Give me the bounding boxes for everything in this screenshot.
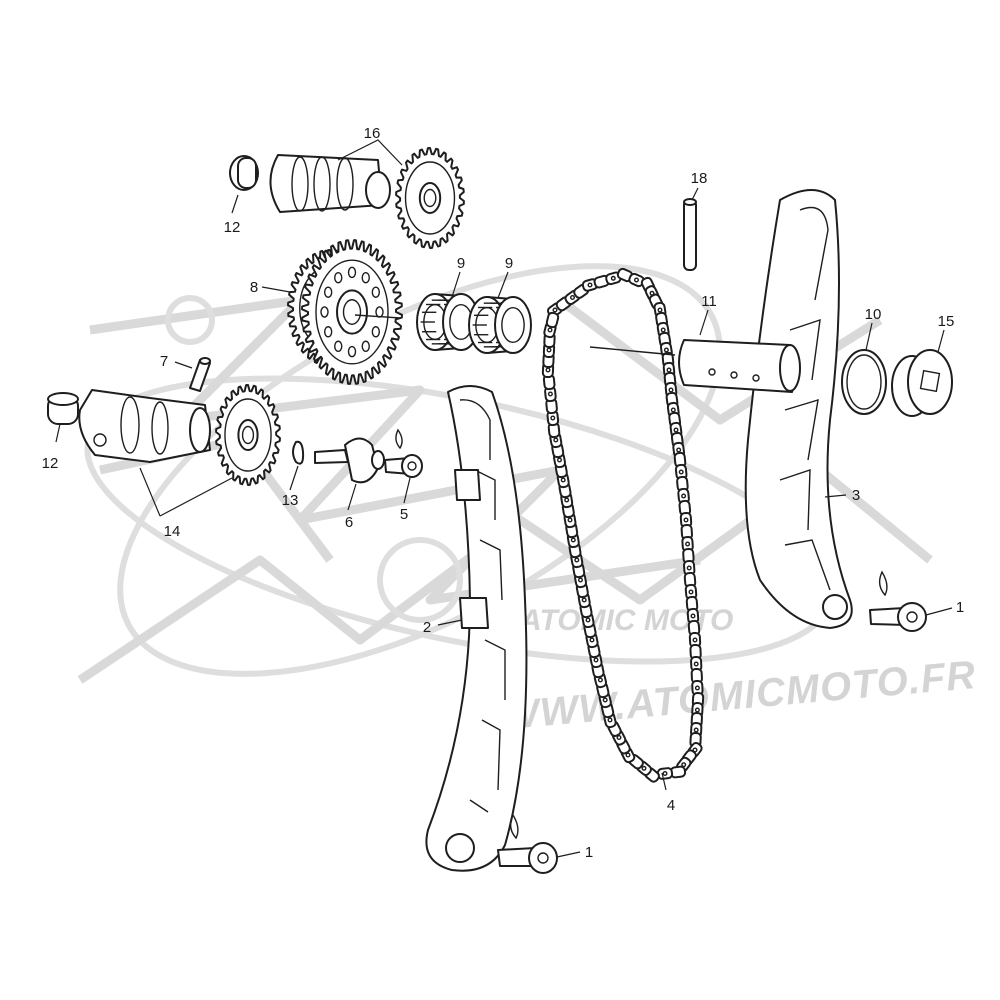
part-9-bearing-right bbox=[468, 296, 532, 354]
part-8-double-gear bbox=[287, 239, 403, 385]
part-12-lower-cap bbox=[47, 392, 79, 425]
part-5-screw bbox=[384, 428, 423, 478]
callout-12-upper: 12 bbox=[224, 219, 241, 236]
part-16-plug-screw bbox=[891, 349, 953, 417]
callout-7: 7 bbox=[160, 353, 168, 370]
part-7-pin bbox=[189, 357, 211, 392]
part-15-upper-camshaft bbox=[229, 147, 465, 249]
part-10-o-ring bbox=[841, 349, 887, 415]
part-2-chain-guide bbox=[425, 385, 528, 872]
part-4-timing-chain bbox=[541, 267, 705, 783]
part-9-needle-bearings bbox=[416, 293, 532, 354]
callout-1-right: 1 bbox=[956, 599, 964, 616]
callout-4: 4 bbox=[667, 797, 675, 814]
callout-14: 14 bbox=[164, 523, 181, 540]
part-1-screw-bottom bbox=[497, 813, 558, 874]
part-9-bearing-left bbox=[416, 293, 480, 351]
watermark-url-text: WWW.ATOMICMOTO.FR bbox=[500, 653, 978, 738]
leader-lines bbox=[55, 139, 953, 858]
callout-16: 15 bbox=[938, 313, 955, 330]
callout-18: 18 bbox=[691, 170, 708, 187]
callout-13: 13 bbox=[282, 492, 299, 509]
callout-2: 2 bbox=[423, 619, 431, 636]
callout-1-bottom: 1 bbox=[585, 844, 593, 861]
part-8-front-gear bbox=[301, 239, 403, 385]
callout-9-right: 9 bbox=[505, 255, 513, 272]
part-1-screw-right bbox=[869, 570, 927, 632]
part-6-tensioner-pivot bbox=[314, 437, 385, 484]
callout-9-left: 9 bbox=[457, 255, 465, 272]
part-18-dowel-pin bbox=[683, 198, 697, 271]
watermark-logo-text: ATOMIC MOTO bbox=[519, 604, 733, 637]
part-14-cam-sprocket bbox=[215, 384, 281, 486]
callout-12-lower: 12 bbox=[42, 455, 59, 472]
callout-11: 11 bbox=[701, 293, 717, 310]
callout-5: 5 bbox=[400, 506, 408, 523]
callout-3: 3 bbox=[852, 487, 860, 504]
part-14-lower-camshaft bbox=[78, 384, 281, 486]
part-3-tensioner-guide bbox=[744, 189, 853, 629]
callout-10: 10 bbox=[865, 306, 882, 323]
part-11-tensioner-body bbox=[678, 339, 801, 393]
callout-15: 16 bbox=[364, 125, 381, 142]
part-15-cam-sprocket bbox=[395, 147, 465, 249]
callout-8: 8 bbox=[250, 279, 258, 296]
part-13-circlip bbox=[292, 440, 305, 465]
callout-6: 6 bbox=[345, 514, 353, 531]
